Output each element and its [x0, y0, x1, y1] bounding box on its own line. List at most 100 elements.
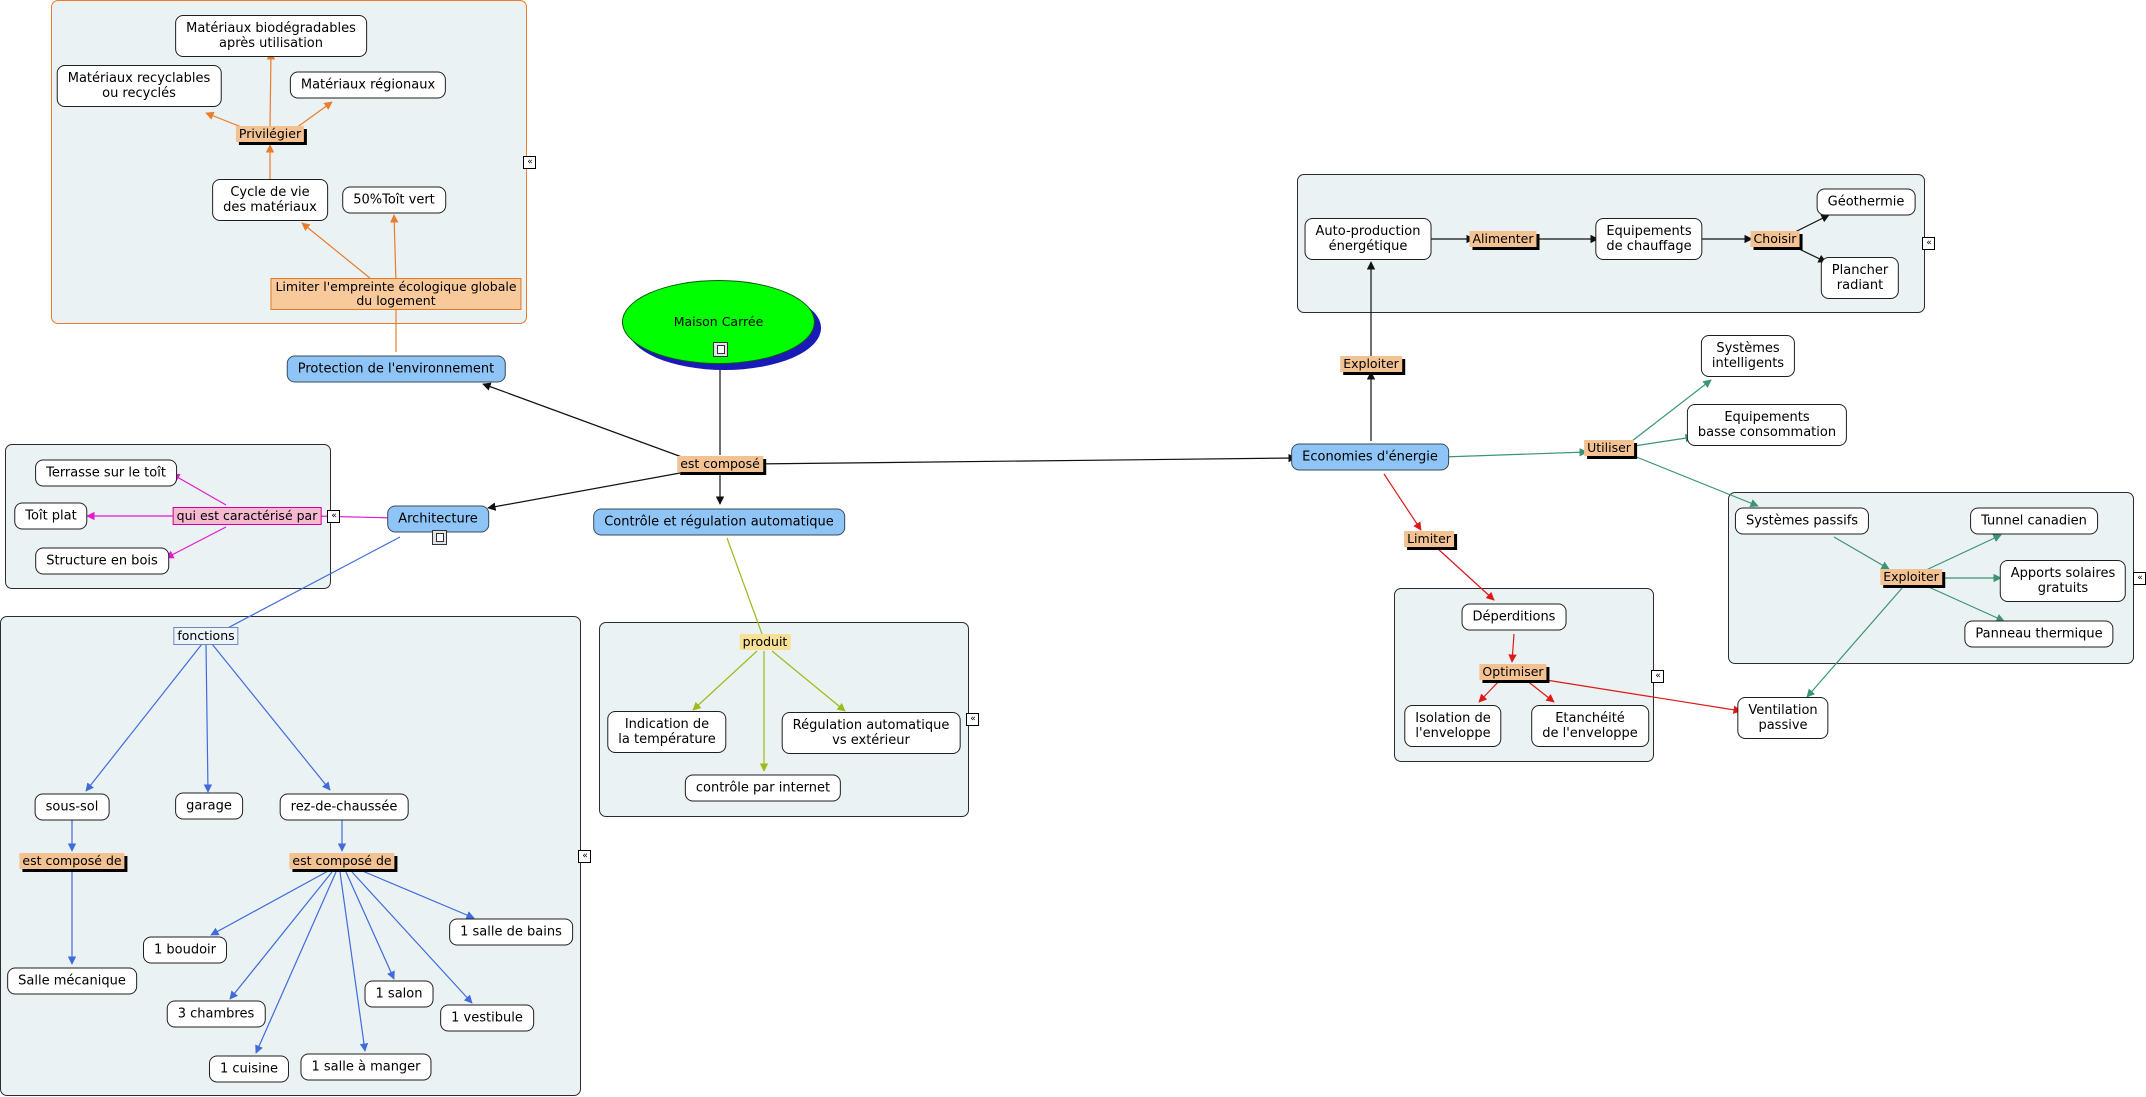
connector: [1921, 583, 2005, 622]
concept-terrasse[interactable]: Terrasse sur le toît: [35, 459, 177, 487]
concept-sys-intel[interactable]: Systèmes intelligents: [1700, 335, 1796, 377]
concept-indication[interactable]: Indication de la température: [607, 711, 727, 753]
concept-panneau[interactable]: Panneau thermique: [1964, 620, 2114, 648]
concept-deperditions[interactable]: Déperditions: [1461, 603, 1567, 631]
connector: [339, 871, 369, 1052]
connector: [205, 111, 245, 129]
concept-controle[interactable]: Contrôle et régulation automatique: [593, 508, 845, 536]
concept-internet[interactable]: contrôle par internet: [684, 774, 842, 802]
connector: [1833, 536, 1890, 570]
collapse-icon[interactable]: «: [1651, 670, 1664, 683]
connector: [390, 214, 399, 284]
root-concept-maison-carree[interactable]: Maison Carrée: [622, 280, 821, 370]
connector: [295, 101, 333, 129]
concept-regulation[interactable]: Régulation automatique vs extérieur: [781, 712, 961, 754]
concept-cycle[interactable]: Cycle de vie des matériaux: [212, 179, 328, 221]
concept-ventilation[interactable]: Ventilation passive: [1737, 697, 1829, 739]
connector: [171, 473, 227, 506]
document-icon[interactable]: [713, 342, 728, 357]
link-privilegier[interactable]: Privilégier: [235, 126, 305, 142]
connector: [1545, 679, 1742, 714]
link-limiter-empreinte[interactable]: Limiter l'empreinte écologique globale d…: [270, 278, 522, 310]
connector: [1508, 633, 1517, 663]
connector: [266, 51, 276, 127]
link-exploiter-passifs[interactable]: Exploiter: [1880, 569, 1942, 585]
concept-etancheite[interactable]: Etanchéité de l'enveloppe: [1531, 705, 1649, 747]
collapse-icon[interactable]: «: [2133, 572, 2146, 585]
connector: [751, 453, 1297, 465]
concept-mat-reg[interactable]: Matériaux régionaux: [289, 71, 447, 99]
concept-salon[interactable]: 1 salon: [364, 980, 434, 1008]
concept-equip-chauf[interactable]: Equipements de chauffage: [1595, 218, 1703, 260]
concept-structure[interactable]: Structure en bois: [35, 547, 169, 575]
link-limiter[interactable]: Limiter: [1404, 531, 1454, 547]
link-alimenter[interactable]: Alimenter: [1469, 231, 1537, 247]
concept-sys-passifs[interactable]: Systèmes passifs: [1734, 507, 1870, 535]
connector: [351, 871, 473, 1004]
concept-cuisine[interactable]: 1 cuisine: [208, 1055, 290, 1083]
concept-mat-bio[interactable]: Matériaux biodégradables après utilisati…: [175, 15, 367, 57]
link-qui-est-caracterise[interactable]: qui est caractérisé par: [172, 507, 322, 525]
connector: [1436, 547, 1495, 601]
connector: [210, 869, 331, 936]
concept-apports[interactable]: Apports solaires gratuits: [1999, 560, 2127, 602]
concept-boudoir[interactable]: 1 boudoir: [142, 936, 228, 964]
connector: [1525, 679, 1555, 703]
concept-environnement[interactable]: Protection de l'environnement: [286, 355, 506, 383]
concept-rdc[interactable]: rez-de-chaussée: [279, 793, 409, 821]
connector: [1806, 586, 1904, 698]
concept-chambres[interactable]: 3 chambres: [166, 1000, 266, 1028]
link-est-compose-de-sous-sol[interactable]: est composé de: [19, 853, 125, 869]
concept-garage[interactable]: garage: [175, 792, 243, 820]
connector: [359, 869, 475, 919]
concept-toit-plat[interactable]: Toît plat: [14, 502, 88, 530]
connector: [482, 382, 691, 461]
connector: [1633, 455, 1759, 508]
concept-equip-basse[interactable]: Equipements basse consommation: [1686, 404, 1848, 446]
connector: [1631, 379, 1712, 442]
connector: [1478, 679, 1501, 703]
connector: [487, 472, 681, 511]
collapse-icon[interactable]: «: [523, 156, 536, 169]
link-utiliser[interactable]: Utiliser: [1584, 440, 1634, 456]
collapse-icon[interactable]: «: [578, 850, 591, 863]
link-choisir[interactable]: Choisir: [1750, 231, 1800, 247]
connector: [1383, 473, 1422, 531]
link-optimiser[interactable]: Optimiser: [1479, 664, 1547, 680]
concept-isolation[interactable]: Isolation de l'enveloppe: [1404, 705, 1502, 747]
connector: [221, 536, 401, 632]
collapse-icon[interactable]: «: [327, 510, 340, 523]
concept-tunnel[interactable]: Tunnel canadien: [1970, 507, 2098, 535]
connector: [771, 650, 846, 712]
collapse-icon[interactable]: «: [966, 713, 979, 726]
link-est-compose-de-rdc[interactable]: est composé de: [289, 853, 395, 869]
root-label: Maison Carrée: [673, 314, 764, 329]
concept-plancher[interactable]: Plancher radiant: [1820, 257, 1900, 299]
concept-vestibule[interactable]: 1 vestibule: [440, 1004, 534, 1032]
connector: [1794, 214, 1830, 233]
document-icon[interactable]: [432, 530, 447, 545]
connector: [726, 537, 763, 635]
concept-toit-vert[interactable]: 50%Toît vert: [342, 186, 446, 214]
connector: [301, 222, 377, 284]
link-est-compose[interactable]: est composé: [677, 456, 763, 472]
connector: [85, 643, 203, 792]
concept-sous-sol[interactable]: sous-sol: [34, 793, 110, 821]
concept-autoprod[interactable]: Auto-production énergétique: [1304, 218, 1432, 260]
connector: [345, 871, 395, 980]
concept-salle-bains[interactable]: 1 salle de bains: [449, 918, 573, 946]
concept-salle-manger[interactable]: 1 salle à manger: [300, 1053, 432, 1081]
connector: [255, 871, 337, 1054]
concept-architecture[interactable]: Architecture: [387, 505, 489, 533]
concept-economies[interactable]: Economies d'énergie: [1291, 443, 1449, 471]
link-produit[interactable]: produit: [739, 634, 791, 650]
concept-salle-meca[interactable]: Salle mécanique: [7, 967, 137, 995]
connector: [312, 515, 396, 519]
concept-mat-recy[interactable]: Matériaux recyclables ou recyclés: [56, 65, 222, 107]
link-exploiter-autoprod[interactable]: Exploiter: [1340, 356, 1402, 372]
link-fonctions[interactable]: fonctions: [173, 627, 239, 645]
collapse-icon[interactable]: «: [1922, 237, 1935, 250]
connector: [211, 643, 331, 791]
concept-geothermie[interactable]: Géothermie: [1816, 188, 1916, 216]
